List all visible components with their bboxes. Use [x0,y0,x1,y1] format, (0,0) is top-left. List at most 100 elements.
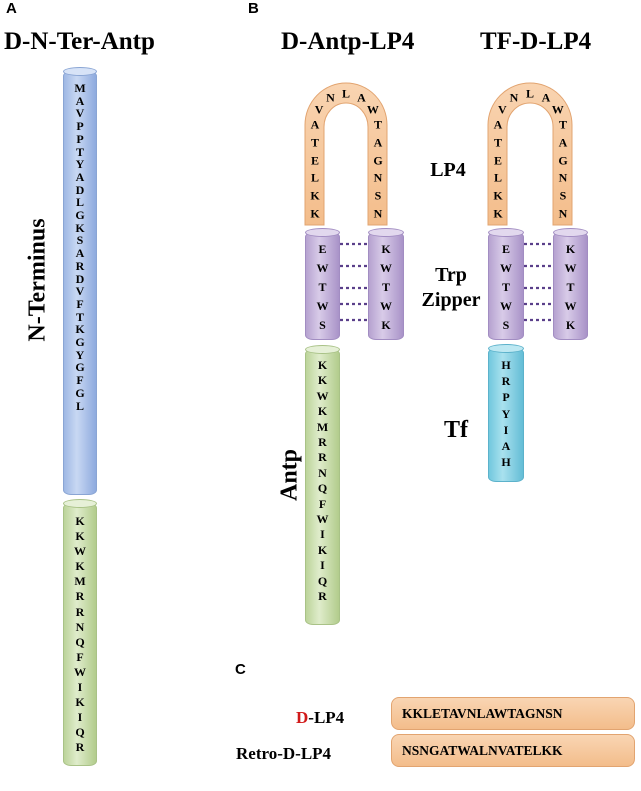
construct1-title: D-Antp-LP4 [281,28,415,55]
c2-trp-left-residue: W [500,261,512,275]
c1-antp-residue: I [320,558,325,573]
c1-antp-residue: R [318,435,327,450]
loop-residue: K [493,206,503,221]
c1-antp-residue: Q [317,573,328,588]
loop-residue: L [341,86,351,101]
loop-residue: S [374,188,382,203]
loop-residue: N [373,206,383,221]
loop-residue: T [493,135,503,150]
n-terminus-residue: F [76,296,84,311]
loop-residue: T [558,117,568,132]
n-terminus-residue: S [76,233,84,248]
a-antp-residue: R [75,604,85,619]
c1-antp-cap [305,345,340,354]
c1-trp-left-residue: E [318,242,327,256]
c1-antp-residue: K [317,404,328,419]
a-antp-residue: I [77,680,83,695]
loop-residue: L [493,170,503,185]
panel-b-letter: B [248,0,259,17]
n-terminus-residue: K [75,322,85,337]
a-antp-residue: N [75,619,85,634]
retro-d-lp4-sequence-box: NSNGATWALNVATELKK [391,734,635,767]
c1-trp-left-residue: W [316,261,329,275]
c1-trp-right-residue: T [381,280,390,294]
c1-trp-left-cap [305,228,340,237]
c2-tf-residue: H [501,455,511,470]
c2-tf-residue: Y [501,406,511,421]
c1-antp-residue: W [316,388,329,403]
loop-residue: E [310,153,320,168]
panel-a-title: D-N-Ter-Antp [4,28,155,55]
n-terminus-residue: D [75,271,85,286]
loop-residue: G [373,153,383,168]
loop-residue: S [559,188,567,203]
n-terminus-residue: A [75,93,85,108]
loop-residue: N [509,90,519,105]
loop-residue: K [310,206,320,221]
a-antp-residue: K [75,695,85,710]
c2-trp-right-residue: T [566,280,575,294]
panel-a-letter: A [6,0,17,17]
c2-trp-left-residue: S [502,318,510,332]
n-terminus-residue: G [75,208,85,223]
c2-trp-right-residue: K [565,242,576,256]
loop-residue: E [493,153,503,168]
c2-trp-left-residue: E [501,242,510,256]
c1-trp-right-residue: W [380,299,392,313]
c1-trp-left-residue: W [316,299,329,313]
c1-trp-right-residue: W [380,261,392,275]
n-terminus-residue: M [74,81,86,95]
lp4-loop-2 [487,82,573,226]
a-antp-residue: Q [75,725,85,740]
n-terminus-residue: G [75,385,85,400]
c1-antp-residue: K [317,358,328,372]
lp4-label: LP4 [430,159,466,181]
a-antp-residue: K [75,559,85,574]
c2-trp-left-residue: W [500,299,512,313]
c2-trp-right-cap [553,228,588,237]
c2-trp-left-residue: T [501,280,510,294]
loop-residue: V [497,102,507,116]
a-antp-residue: K [75,514,85,528]
c1-trp-right-residue: K [381,318,391,332]
loop-residue: W [551,102,564,116]
n-terminus-residue: V [75,284,85,299]
n-terminus-residue: A [75,246,85,261]
n-terminus-residue: G [75,335,85,350]
n-terminus-residue: L [75,195,84,210]
loop-residue: N [326,90,335,105]
n-terminus-residue: L [75,398,84,413]
n-terminus-residue: D [75,182,85,197]
c1-antp-residue: N [318,465,327,480]
loop-residue: A [310,117,320,132]
a-antp-residue: K [75,529,85,544]
c1-antp-residue: K [317,542,328,557]
a-antp-residue: R [75,740,85,755]
c2-trp-right-helix [553,232,588,340]
n-terminus-residue: Y [75,347,85,362]
n-terminus-residue: P [76,119,84,134]
c1-trp-left-residue: T [318,280,327,294]
c1-trp-right-cap [368,228,404,237]
trp-label-line1: Trp [435,264,467,286]
loop-residue: A [373,135,383,150]
c1-antp-residue: K [317,373,328,388]
c2-trp-left-cap [488,228,524,237]
a-antp-residue: Q [75,634,85,649]
loop-residue: A [541,90,551,105]
loop-residue: V [314,102,324,116]
c2-tf-helix [488,348,524,482]
loop-residue: T [373,117,383,132]
c2-tf-residue: I [503,422,509,437]
c1-antp-residue: R [318,589,327,604]
tf-label: Tf [444,417,468,443]
c2-trp-left-helix [488,232,524,340]
loop-residue: N [558,170,568,185]
construct2-title: TF-D-LP4 [480,28,592,55]
a-antp-residue: W [74,664,86,679]
c2-tf-residue: P [502,390,510,405]
c1-antp-residue: I [320,527,325,542]
